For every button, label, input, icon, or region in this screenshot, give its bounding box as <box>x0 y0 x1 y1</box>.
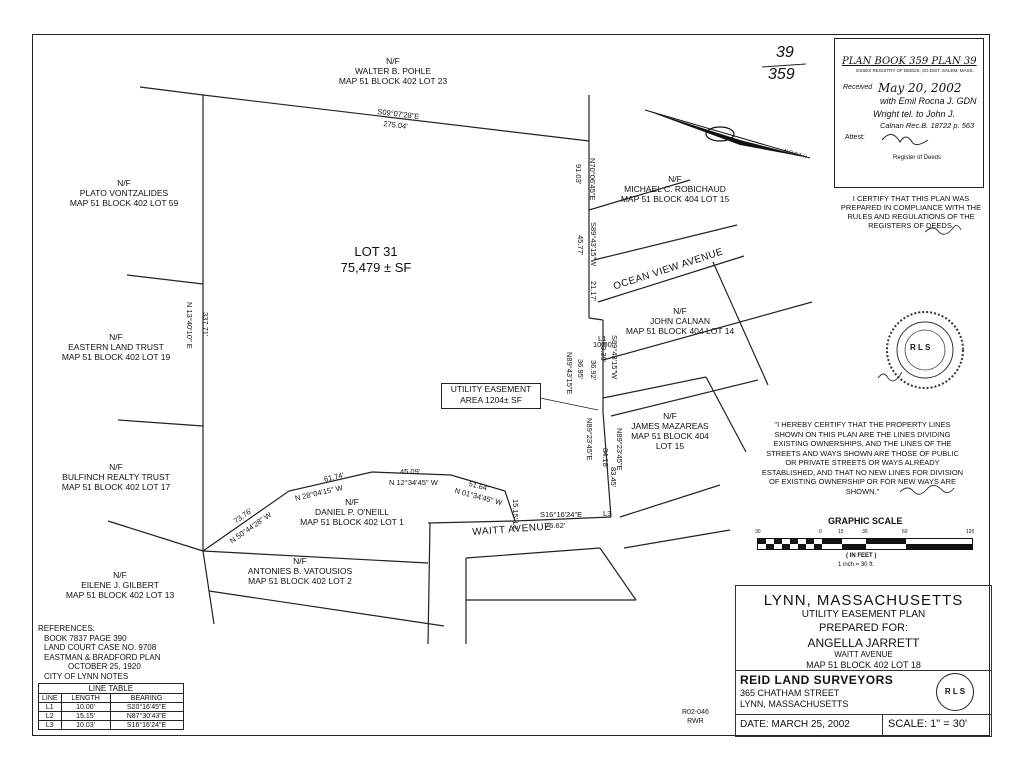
title-prepared: PREPARED FOR: <box>818 622 909 634</box>
graphic-scale-title: GRAPHIC SCALE <box>828 516 903 526</box>
dim-west-bearing: N 13°40'10" E <box>185 302 194 349</box>
calnan-line: Calnan Rec.B. 18722 p. 563 <box>880 121 975 130</box>
firm-seal-center: R L S <box>944 687 966 696</box>
title-plan: UTILITY EASEMENT PLAN <box>801 609 926 620</box>
property-lines-certification: "I HEREBY CERTIFY THAT THE PROPERTY LINE… <box>761 420 964 496</box>
recording-stamp <box>834 38 984 188</box>
dim-e5-length: 36.95' <box>576 359 585 380</box>
wright-line: Wright tel. to John J. <box>873 109 956 119</box>
graphic-scale-bar <box>757 538 973 550</box>
lt-header: LENGTH <box>60 693 111 703</box>
title-street: WAITT AVENUE <box>834 650 893 659</box>
received-date: May 20, 2002 <box>878 81 962 95</box>
attest-label: Attest: <box>845 134 865 141</box>
firm-seal: R L S <box>936 673 974 711</box>
title-addr2: LYNN, MASSACHUSETTS <box>740 699 849 709</box>
drawing-border <box>32 34 990 736</box>
title-addr1: 365 CHATHAM STREET <box>740 688 840 698</box>
dim-s3-bearing: N 12°34'45" W <box>389 478 438 487</box>
dim-e1-length: 91.03' <box>574 164 583 185</box>
dim-s5-length: 76.62' <box>545 521 566 530</box>
lt-header: BEARING <box>109 693 184 703</box>
scale-tick: 30 <box>755 529 761 535</box>
line-table-title: LINE TABLE <box>38 683 184 694</box>
scale-tick: 0 <box>819 529 822 535</box>
dim-e6-bearing2: N89°23'45"E <box>615 428 624 471</box>
dim-l1: L1 <box>598 334 607 343</box>
dim-e2-bearing: S89°43'15"W <box>589 222 598 267</box>
title-firm: REID LAND SURVEYORS <box>740 673 894 687</box>
dim-e6-length: 84.18' <box>601 448 610 469</box>
dim-l2: 15.15' L2 <box>511 499 520 530</box>
dim-e3-length: 21.17' <box>589 281 598 302</box>
with-line: with Emil Rocna J. GDN <box>880 96 977 106</box>
references: REFERENCES: BOOK 7837 PAGE 390 LAND COUR… <box>38 624 161 681</box>
dim-e1-bearing: N70°06'45"E <box>588 158 597 201</box>
register-label: Register of Deeds <box>893 155 942 161</box>
scale-tick: 15 <box>838 529 844 535</box>
scale-tick: 30 <box>862 529 868 535</box>
title-map: MAP 51 BLOCK 402 LOT 18 <box>806 660 921 670</box>
dim-e6-length2: 83.45' <box>609 467 618 488</box>
title-block: LYNN, MASSACHUSETTS UTILITY EASEMENT PLA… <box>735 585 992 737</box>
scale-ratio: 1 inch = 30 ft. <box>838 562 875 568</box>
dim-e4-length2: 63.39' <box>599 342 608 363</box>
dim-west-length: 337.71' <box>201 312 210 337</box>
lt-header: LINE <box>38 693 62 703</box>
surveyor-seal-text: R L S <box>910 343 931 352</box>
dim-e4-bearing: S89°43'15"W <box>610 335 619 380</box>
scale-tick: 120 <box>966 529 975 535</box>
dim-e6-bearing: N89°23'45"E <box>585 418 594 461</box>
registers-certification: I CERTIFY THAT THIS PLAN WAS PREPARED IN… <box>840 194 982 230</box>
title-scale: SCALE: 1" = 30' <box>888 718 968 730</box>
dim-s5-bearing: S16°16'24"E <box>540 510 583 519</box>
title-date: DATE: MARCH 25, 2002 <box>740 719 850 730</box>
dim-e5-length2: 36.92' <box>589 360 598 381</box>
title-client: ANGELLA JARRETT <box>807 636 920 650</box>
plan-book-label: PLAN BOOK 359 PLAN 39 <box>842 56 977 67</box>
dim-e2-length: 45.77' <box>576 235 585 256</box>
received-label: Received <box>843 84 873 91</box>
scale-tick: 60 <box>902 529 908 535</box>
dim-l3: L3 <box>603 509 612 518</box>
north-arrow <box>644 109 811 159</box>
dim-e4-length: 10.00' <box>593 340 614 349</box>
book-fraction-top: 39 <box>776 44 794 61</box>
title-city: LYNN, MASSACHUSETTS <box>763 592 964 609</box>
dim-e5-bearing: N89°43'15"E <box>565 352 574 395</box>
book-fraction-bottom: 359 <box>768 66 795 83</box>
scale-in-feet: ( IN FEET ) <box>846 553 877 559</box>
dim-s3-length: 45.09' <box>400 467 421 476</box>
registry-small-print: ESSEX REGISTRY OF DEEDS, SO.DIST. SALEM,… <box>856 68 974 73</box>
